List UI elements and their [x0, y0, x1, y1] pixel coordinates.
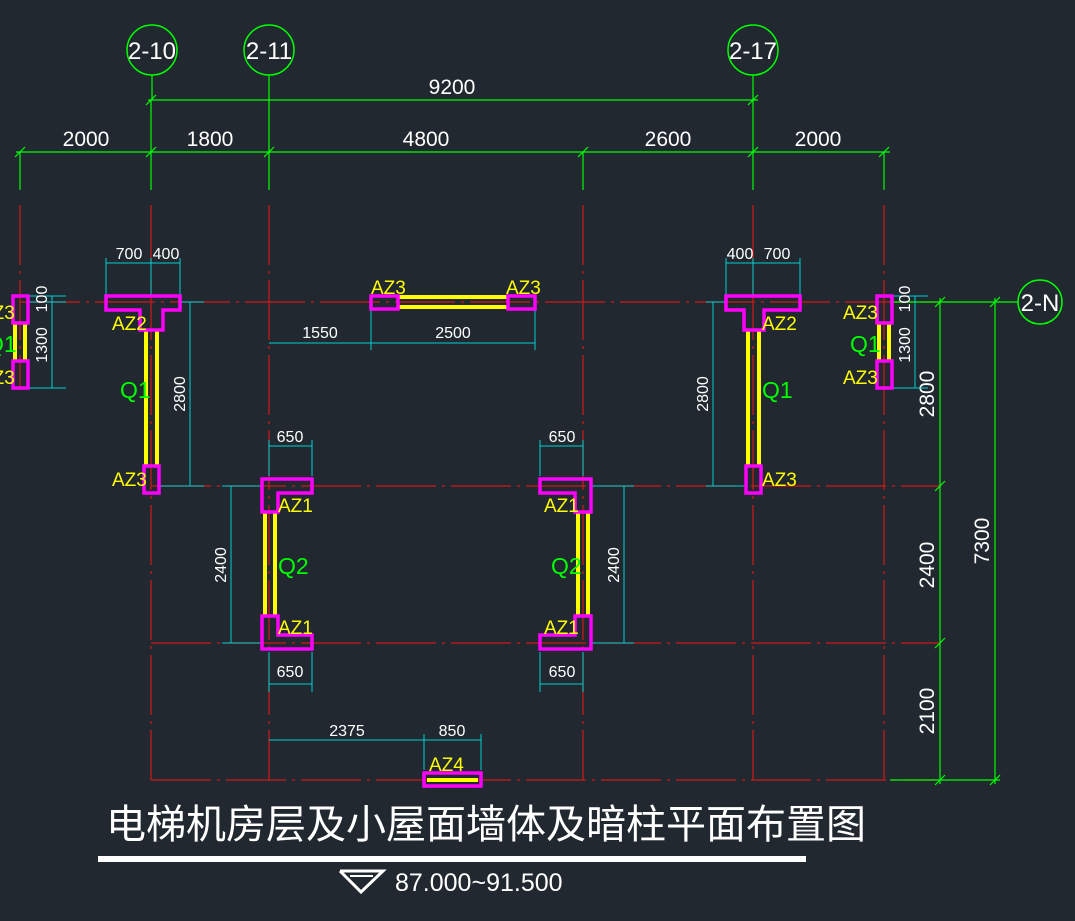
- dim-right-7300: 7300: [971, 518, 994, 565]
- column-az1-q2r-bottom: [538, 614, 593, 651]
- label-az2-left: AZ2: [112, 314, 147, 335]
- column-az1-q2l-top: [260, 477, 314, 514]
- dim-2000-right: 2000: [795, 128, 842, 151]
- dimension-chain-right: [890, 296, 1018, 786]
- label-az1-q2r-top: AZ1: [544, 496, 579, 517]
- grid-bubble-2-N: 2-N: [1017, 279, 1063, 325]
- label-q1-edge-left: Q1: [0, 331, 17, 357]
- grid-bubble-2-11: 2-11: [243, 24, 295, 100]
- dim-4800: 4800: [403, 128, 450, 151]
- label-q2-left: Q2: [278, 553, 309, 579]
- dim-400-right: 400: [727, 246, 754, 263]
- elevation-range: 87.000~91.500: [395, 869, 563, 897]
- grid-bubble-label: 2-N: [1021, 290, 1060, 317]
- column-az3-left-bottom: [142, 464, 161, 495]
- dim-2800-left-wall: 2800: [172, 376, 189, 412]
- dim-2600: 2600: [645, 128, 692, 151]
- column-az2-left: [104, 294, 182, 332]
- label-az4: AZ4: [429, 755, 464, 776]
- dim-2500: 2500: [435, 325, 471, 342]
- dim-850: 850: [439, 723, 466, 740]
- grid-bubble-label: 2-17: [729, 38, 777, 65]
- label-az1-q2l-top: AZ1: [278, 496, 313, 517]
- dim-right-2100: 2100: [916, 688, 939, 735]
- label-az1-q2l-bottom: AZ1: [278, 618, 313, 639]
- label-az3-edge-right-top: AZ3: [843, 303, 878, 324]
- dim-400-left: 400: [153, 246, 180, 263]
- label-az3-left-bottom: AZ3: [112, 470, 147, 491]
- label-az3-right-bottom: AZ3: [762, 470, 797, 491]
- column-az3-right-bottom: [744, 464, 763, 495]
- dim-650-q2r-bottom: 650: [549, 664, 576, 681]
- column-az3-edge-right-top: [875, 294, 894, 325]
- dim-1300-right-edge: 1300: [897, 327, 914, 363]
- dim-2000-left: 2000: [63, 128, 110, 151]
- label-az3-top-right: AZ3: [506, 278, 541, 299]
- triangle-down-icon: [338, 869, 387, 895]
- walls: [13, 295, 891, 782]
- grid-bubble-label: 2-10: [128, 38, 176, 65]
- dim-700-left: 700: [116, 246, 143, 263]
- label-az3-edge-left-bottom: AZ3: [0, 368, 15, 389]
- column-az1-q2l-bottom: [260, 614, 314, 651]
- column-az2-right: [724, 294, 802, 332]
- column-az3-edge-right-bottom: [875, 359, 894, 390]
- sub-dimensions: [28, 258, 928, 770]
- label-az1-q2r-bottom: AZ1: [544, 618, 579, 639]
- label-az3-top-left: AZ3: [371, 278, 406, 299]
- dim-100-left-edge: 100: [34, 286, 51, 313]
- column-az3-edge-left-bottom: [11, 359, 30, 390]
- column-az3-top-left: [369, 294, 400, 311]
- drawing-title: 电梯机房层及小屋面墙体及暗柱平面布置图: [106, 802, 866, 848]
- dim-700-right: 700: [764, 246, 791, 263]
- label-q1-left: Q1: [120, 377, 151, 403]
- dim-100-right-edge: 100: [897, 286, 914, 313]
- dim-1800: 1800: [187, 128, 234, 151]
- dim-1550: 1550: [302, 325, 338, 342]
- grid-bubble-2-10: 2-10: [126, 24, 178, 100]
- column-az3-edge-left-top: [11, 294, 30, 325]
- dim-650-q2l-top: 650: [277, 429, 304, 446]
- dim-right-2800: 2800: [916, 371, 939, 418]
- dim-2375: 2375: [329, 723, 365, 740]
- dim-2400-q2r: 2400: [606, 547, 623, 583]
- dimension-chain-top: [14, 100, 890, 190]
- dim-2400-q2l: 2400: [213, 547, 230, 583]
- label-az2-right: AZ2: [762, 314, 797, 335]
- dim-1300-left-edge: 1300: [34, 327, 51, 363]
- label-az3-edge-right-bottom: AZ3: [843, 368, 878, 389]
- column-az3-top-right: [506, 294, 537, 311]
- dim-overall-9200: 9200: [429, 76, 476, 99]
- grid-bubble-label: 2-11: [246, 38, 292, 65]
- dim-2800-right-wall: 2800: [695, 376, 712, 412]
- dim-650-q2r-top: 650: [549, 429, 576, 446]
- column-az4: [422, 771, 483, 788]
- label-q1-right: Q1: [762, 377, 793, 403]
- label-az3-edge-left-top: AZ3: [0, 303, 15, 324]
- dim-650-q2l-bottom: 650: [277, 664, 304, 681]
- label-q2-right: Q2: [551, 553, 582, 579]
- grid-bubble-2-17: 2-17: [727, 24, 779, 100]
- dim-right-2400: 2400: [916, 542, 939, 589]
- column-az1-q2r-top: [538, 477, 593, 514]
- label-q1-edge-right: Q1: [850, 331, 881, 357]
- columns: [11, 294, 894, 788]
